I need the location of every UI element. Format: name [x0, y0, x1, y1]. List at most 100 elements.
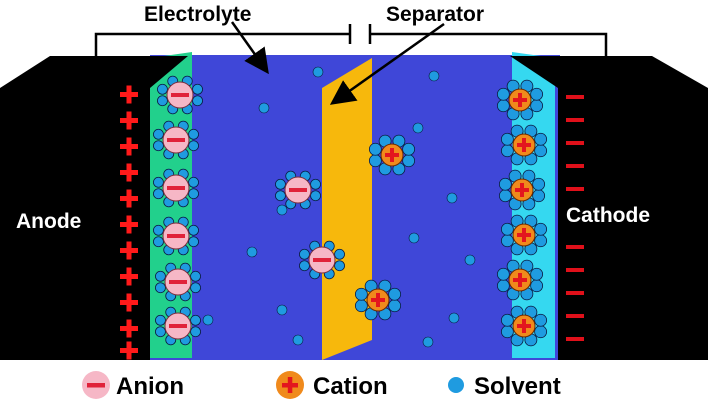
minus-sign-icon: [566, 164, 584, 168]
solvent-molecule: [530, 87, 544, 101]
plus-sign-icon: [120, 341, 138, 360]
solvent-molecule: [496, 267, 510, 281]
solvent-molecule: [534, 132, 548, 146]
legend-cation-label: Cation: [313, 373, 388, 400]
plus-sign-icon: [120, 319, 138, 338]
solvent-molecule: [153, 188, 164, 200]
minus-sign-icon: [566, 141, 584, 145]
solvent-molecule: [368, 142, 382, 156]
solvated-cation: [496, 79, 544, 121]
solvent-molecule: [530, 267, 544, 281]
solvent-molecule: [500, 222, 514, 236]
solvated-cation: [500, 214, 548, 256]
plus-sign-icon: [120, 111, 138, 130]
free-solvent-molecule: [464, 254, 476, 266]
solvent-molecule: [155, 270, 166, 282]
cation-sign: [522, 138, 526, 152]
solvent-molecule: [500, 234, 514, 248]
free-solvent-molecule: [202, 314, 214, 326]
solvated-cation: [354, 279, 402, 321]
minus-sign-icon: [566, 268, 584, 272]
minus-sign-icon: [566, 187, 584, 191]
solvated-ions: [153, 75, 548, 347]
solvent-molecule: [500, 313, 514, 327]
solvent-molecule: [534, 222, 548, 236]
solvent-molecule: [388, 299, 402, 313]
solvent-molecule: [275, 178, 286, 190]
solvent-molecule: [496, 87, 510, 101]
free-solvent-molecule: [258, 102, 270, 114]
anion-sign: [169, 280, 187, 284]
solvent-molecule: [190, 270, 201, 282]
legend-anion-label: Anion: [116, 373, 184, 400]
minus-sign-icon: [566, 95, 584, 99]
plus-sign-icon: [120, 293, 138, 312]
solvent-molecule: [534, 325, 548, 339]
solvent-molecule: [153, 128, 164, 140]
anion-sign: [167, 138, 185, 142]
separator-label: Separator: [386, 3, 484, 26]
anion-sign: [167, 186, 185, 190]
solvent-molecule: [498, 177, 512, 191]
legend-solvent-label: Solvent: [474, 373, 561, 400]
solvent-molecule: [500, 325, 514, 339]
separator-arrow: [329, 22, 445, 105]
solvent-molecule: [188, 188, 199, 200]
cation-sign: [520, 183, 524, 197]
solvent-molecule: [334, 260, 345, 272]
solvent-molecule: [192, 83, 203, 95]
solvent-molecule: [402, 154, 416, 168]
cation-sign: [390, 148, 394, 162]
solvated-anion: [155, 306, 201, 346]
electrolyte-bracket: [94, 24, 352, 56]
anode-charges: [120, 85, 138, 360]
solvent-molecule-icon: [448, 377, 464, 393]
plus-sign-icon: [120, 241, 138, 260]
solvent-molecule: [275, 190, 286, 202]
solvent-molecule: [388, 287, 402, 301]
solvent-molecule: [500, 132, 514, 146]
anion-sign: [289, 188, 307, 192]
free-solvent-molecule: [412, 122, 424, 134]
electrolyte-label: Electrolyte: [144, 3, 251, 26]
cathode-electrode: [510, 56, 708, 360]
solvent-molecule: [532, 189, 546, 203]
solvent-molecule: [534, 144, 548, 158]
solvent-molecule: [153, 176, 164, 188]
solvent-molecule: [534, 313, 548, 327]
solvent-molecule: [188, 224, 199, 236]
free-solvent-molecule: [428, 70, 440, 82]
plus-sign-icon: [120, 215, 138, 234]
cathode-label: Cathode: [566, 204, 650, 227]
solvent-molecule: [190, 326, 201, 338]
free-solvent-molecule: [246, 246, 258, 258]
free-solvent-molecule: [276, 304, 288, 316]
solvated-cation: [500, 124, 548, 166]
minus-sign-icon: [566, 245, 584, 249]
free-solvent-molecule: [292, 334, 304, 346]
solvent-molecule: [192, 95, 203, 107]
solvent-molecule: [190, 314, 201, 326]
solvent-molecule: [534, 234, 548, 248]
anion-sign: [171, 93, 189, 97]
solvent-molecule: [354, 299, 368, 313]
anion-sign: [167, 234, 185, 238]
anode-label: Anode: [16, 210, 81, 233]
solvent-molecule: [299, 260, 310, 272]
minus-sign-icon: [566, 291, 584, 295]
minus-sign-icon: [566, 118, 584, 122]
cation-sign: [522, 319, 526, 333]
solvent-molecule: [368, 154, 382, 168]
solvent-molecule: [188, 128, 199, 140]
solvent-molecule: [155, 314, 166, 326]
cation-icon: [276, 371, 304, 399]
solvent-molecule: [153, 140, 164, 152]
solvent-molecule: [188, 140, 199, 152]
legend: Anion Cation Solvent: [82, 371, 561, 400]
solvent-molecule: [155, 326, 166, 338]
solvent-molecule: [153, 236, 164, 248]
solvent-molecule: [402, 142, 416, 156]
solvent-molecule: [496, 279, 510, 293]
